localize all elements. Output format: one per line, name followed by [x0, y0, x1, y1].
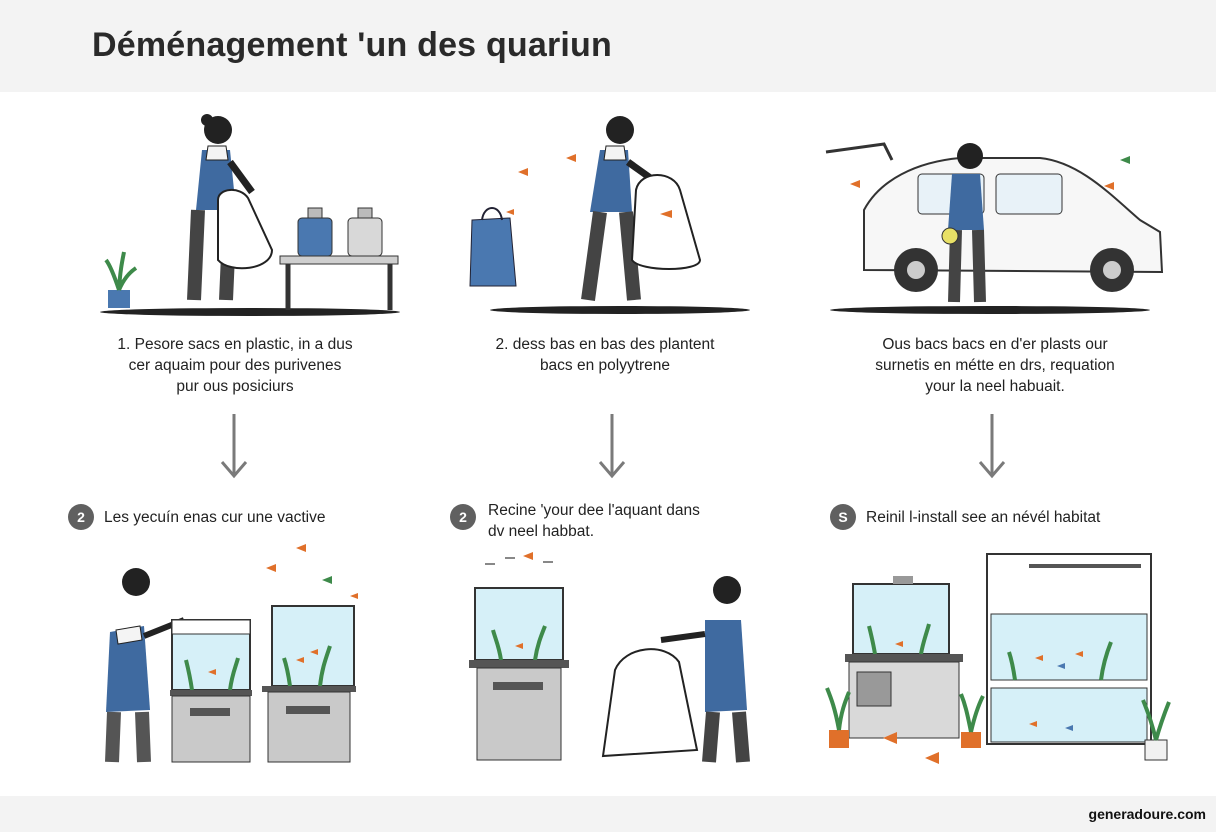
- heading-line: Reinil l-install see an névél habitat: [866, 509, 1101, 526]
- person-bagging-fish-icon: [100, 114, 400, 316]
- step-badge: 2: [68, 504, 94, 530]
- scene-step-6: [825, 548, 1180, 770]
- step-badge: 2: [450, 504, 476, 530]
- scene-step-4: [100, 540, 380, 765]
- caption-line: cer aquaim pour des purivenes: [128, 357, 342, 374]
- caption-step-2: 2. dess bas en bas des plantent bacs en …: [460, 334, 750, 376]
- person-carrying-bags-icon: [469, 116, 750, 314]
- down-arrow-icon: [220, 414, 248, 479]
- down-arrow-icon: [598, 414, 626, 479]
- heading-line: Recine 'your dee l'aquant dans: [488, 502, 700, 519]
- down-arrow-icon: [978, 414, 1006, 479]
- caption-line: 2. dess bas en bas des plantent: [495, 336, 715, 353]
- watermark: generadoure.com: [1088, 806, 1206, 822]
- scene-step-3: [820, 100, 1170, 320]
- heading-line: dv neel habbat.: [488, 523, 595, 540]
- caption-step-1: 1. Pesore sacs en plastic, in a dus cer …: [90, 334, 380, 397]
- caption-line: bacs en polyytrene: [539, 357, 671, 374]
- new-habitat-icon: [825, 553, 1171, 764]
- caption-step-3: Ous bacs bacs en d'er plasts our surneti…: [840, 334, 1150, 397]
- scene-step-5: [465, 550, 765, 765]
- caption-line: Ous bacs bacs en d'er plasts our: [882, 336, 1108, 353]
- step-heading-6: Reinil l-install see an névél habitat: [866, 507, 1100, 528]
- step-badge: S: [830, 504, 856, 530]
- step-heading-5: Recine 'your dee l'aquant dans dv neel h…: [488, 500, 700, 542]
- heading-line: Les yecuín enas cur une vactive: [104, 509, 326, 526]
- caption-line: 1. Pesore sacs en plastic, in a dus: [117, 336, 353, 353]
- scene-step-2: [450, 100, 770, 320]
- caption-line: surnetis en métte en drs, requation: [875, 357, 1115, 374]
- person-releasing-fish-icon: [469, 552, 750, 763]
- footer-band: [0, 796, 1216, 832]
- title-band: [0, 0, 1216, 92]
- page-title: Déménagement 'un des quariun: [92, 26, 612, 64]
- person-at-aquariums-icon: [105, 544, 358, 763]
- person-loading-car-icon: [825, 142, 1164, 314]
- scene-step-1: [90, 100, 410, 320]
- step-heading-4: Les yecuín enas cur une vactive: [104, 507, 325, 528]
- caption-line: pur ous posiciurs: [176, 378, 294, 395]
- caption-line: your la neel habuait.: [925, 378, 1065, 395]
